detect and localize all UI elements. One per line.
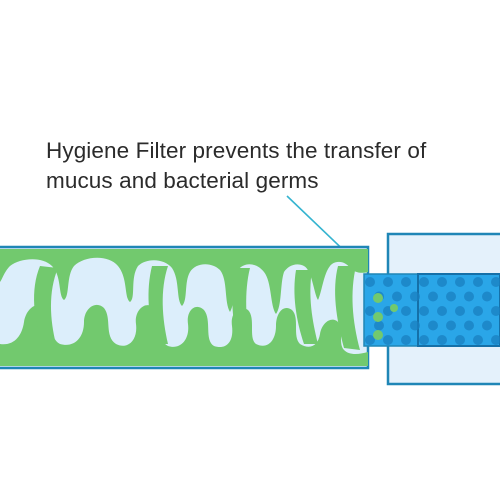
filter-pore — [401, 277, 411, 287]
filter-pore — [473, 335, 483, 345]
filter-pore — [491, 306, 500, 316]
filter-pore — [482, 291, 492, 302]
filter-inner-frame — [417, 273, 500, 347]
mucus-column-5 — [335, 266, 360, 350]
caption-line-2: mucus and bacterial germs — [46, 168, 319, 193]
filter-pore — [464, 291, 474, 302]
caption-line-1: Hygiene Filter prevents the transfer of — [46, 138, 427, 163]
filter-pore — [401, 335, 411, 345]
filter-pore — [491, 335, 500, 345]
filter-pore — [383, 335, 393, 345]
trapped-germ — [373, 312, 383, 322]
mucus-blobs — [0, 249, 368, 366]
mucus-tube-icon — [0, 245, 370, 370]
filter-pore — [428, 320, 438, 331]
filter-pore — [401, 306, 411, 316]
filter-pore — [482, 320, 492, 331]
filter-pore — [419, 277, 429, 287]
mucus-column-2 — [148, 266, 168, 344]
filter-pore — [419, 335, 429, 345]
trapped-germ — [373, 293, 383, 303]
filter-pore — [410, 291, 420, 302]
filter-pore — [365, 277, 375, 287]
filter-pore — [473, 277, 483, 287]
filter-pore — [419, 306, 429, 316]
filter-pore — [365, 306, 375, 316]
mucus-column-4 — [294, 270, 318, 344]
filter-pore — [437, 335, 447, 345]
filter-pore — [392, 291, 402, 302]
filter-pore — [437, 306, 447, 316]
trapped-germ — [373, 330, 383, 340]
filter-pores — [365, 277, 500, 345]
filter-pore — [455, 335, 465, 345]
caption: Hygiene Filter prevents the transfer of … — [46, 136, 486, 196]
filter-pore — [392, 320, 402, 331]
mucus-column-1 — [34, 266, 58, 344]
filter-pore — [455, 306, 465, 316]
filter-pore — [464, 320, 474, 331]
filter-pore — [374, 320, 384, 331]
filter-pore — [473, 306, 483, 316]
filter-pore — [410, 320, 420, 331]
mucus-bottom — [0, 304, 368, 366]
filter-pore — [455, 277, 465, 287]
filter-pore — [437, 277, 447, 287]
filter-pore — [383, 277, 393, 287]
filter-pore — [428, 291, 438, 302]
filter-pore — [365, 335, 375, 345]
filter-pore — [446, 291, 456, 302]
hygiene-filter-icon — [363, 273, 500, 347]
mucus-top — [0, 249, 368, 314]
mucus-column-3 — [232, 268, 250, 344]
trapped-germ — [390, 304, 398, 312]
filter-pore — [446, 320, 456, 331]
filter-pore — [491, 277, 500, 287]
